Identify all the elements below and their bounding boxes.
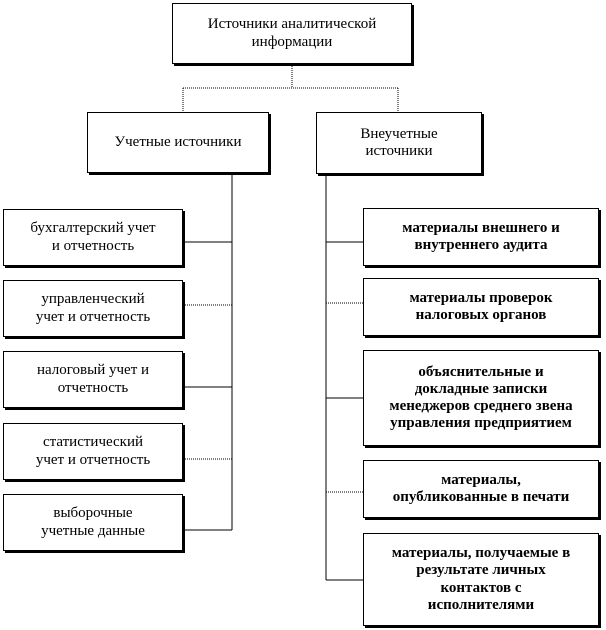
right-item-node: материалы, получаемые в результате личны… bbox=[363, 533, 599, 626]
root-node-label: Источники аналитической информации bbox=[207, 16, 377, 50]
right-item-label: материалы внешнего и внутреннего аудита bbox=[402, 219, 560, 253]
left-item-node: бухгалтерский учет и отчетность bbox=[3, 209, 183, 266]
left-item-node: статистический учет и отчетность bbox=[3, 423, 183, 480]
left-item-label: бухгалтерский учет и отчетность bbox=[30, 220, 156, 254]
right-item-node: материалы внешнего и внутреннего аудита bbox=[363, 208, 599, 266]
left-item-node: налоговый учет и отчетность bbox=[3, 351, 183, 408]
right-item-label: материалы, опубликованные в печати bbox=[392, 471, 570, 505]
root-node: Источники аналитической информации bbox=[172, 3, 412, 64]
left-item-label: выборочные учетные данные bbox=[41, 505, 145, 539]
category-node-accounting-label: Учетные источники bbox=[114, 133, 242, 150]
category-node-accounting: Учетные источники bbox=[87, 112, 269, 173]
right-item-label: материалы проверок налоговых органов bbox=[409, 289, 553, 323]
left-item-label: статистический учет и отчетность bbox=[35, 434, 151, 468]
right-item-node: материалы, опубликованные в печати bbox=[363, 460, 599, 518]
category-node-non-accounting-label: Внеучетные источники bbox=[360, 125, 438, 159]
right-item-node: материалы проверок налоговых органов bbox=[363, 278, 599, 336]
left-item-node: управленческий учет и отчетность bbox=[3, 280, 183, 337]
right-item-node: объяснительные и докладные записки менед… bbox=[363, 350, 599, 446]
right-item-label: материалы, получаемые в результате личны… bbox=[391, 545, 571, 613]
right-item-label: объяснительные и докладные записки менед… bbox=[389, 363, 573, 432]
left-item-label: управленческий учет и отчетность bbox=[35, 291, 151, 325]
left-item-label: налоговый учет и отчетность bbox=[36, 362, 150, 396]
category-node-non-accounting: Внеучетные источники bbox=[316, 112, 482, 174]
left-item-node: выборочные учетные данные bbox=[3, 494, 183, 551]
